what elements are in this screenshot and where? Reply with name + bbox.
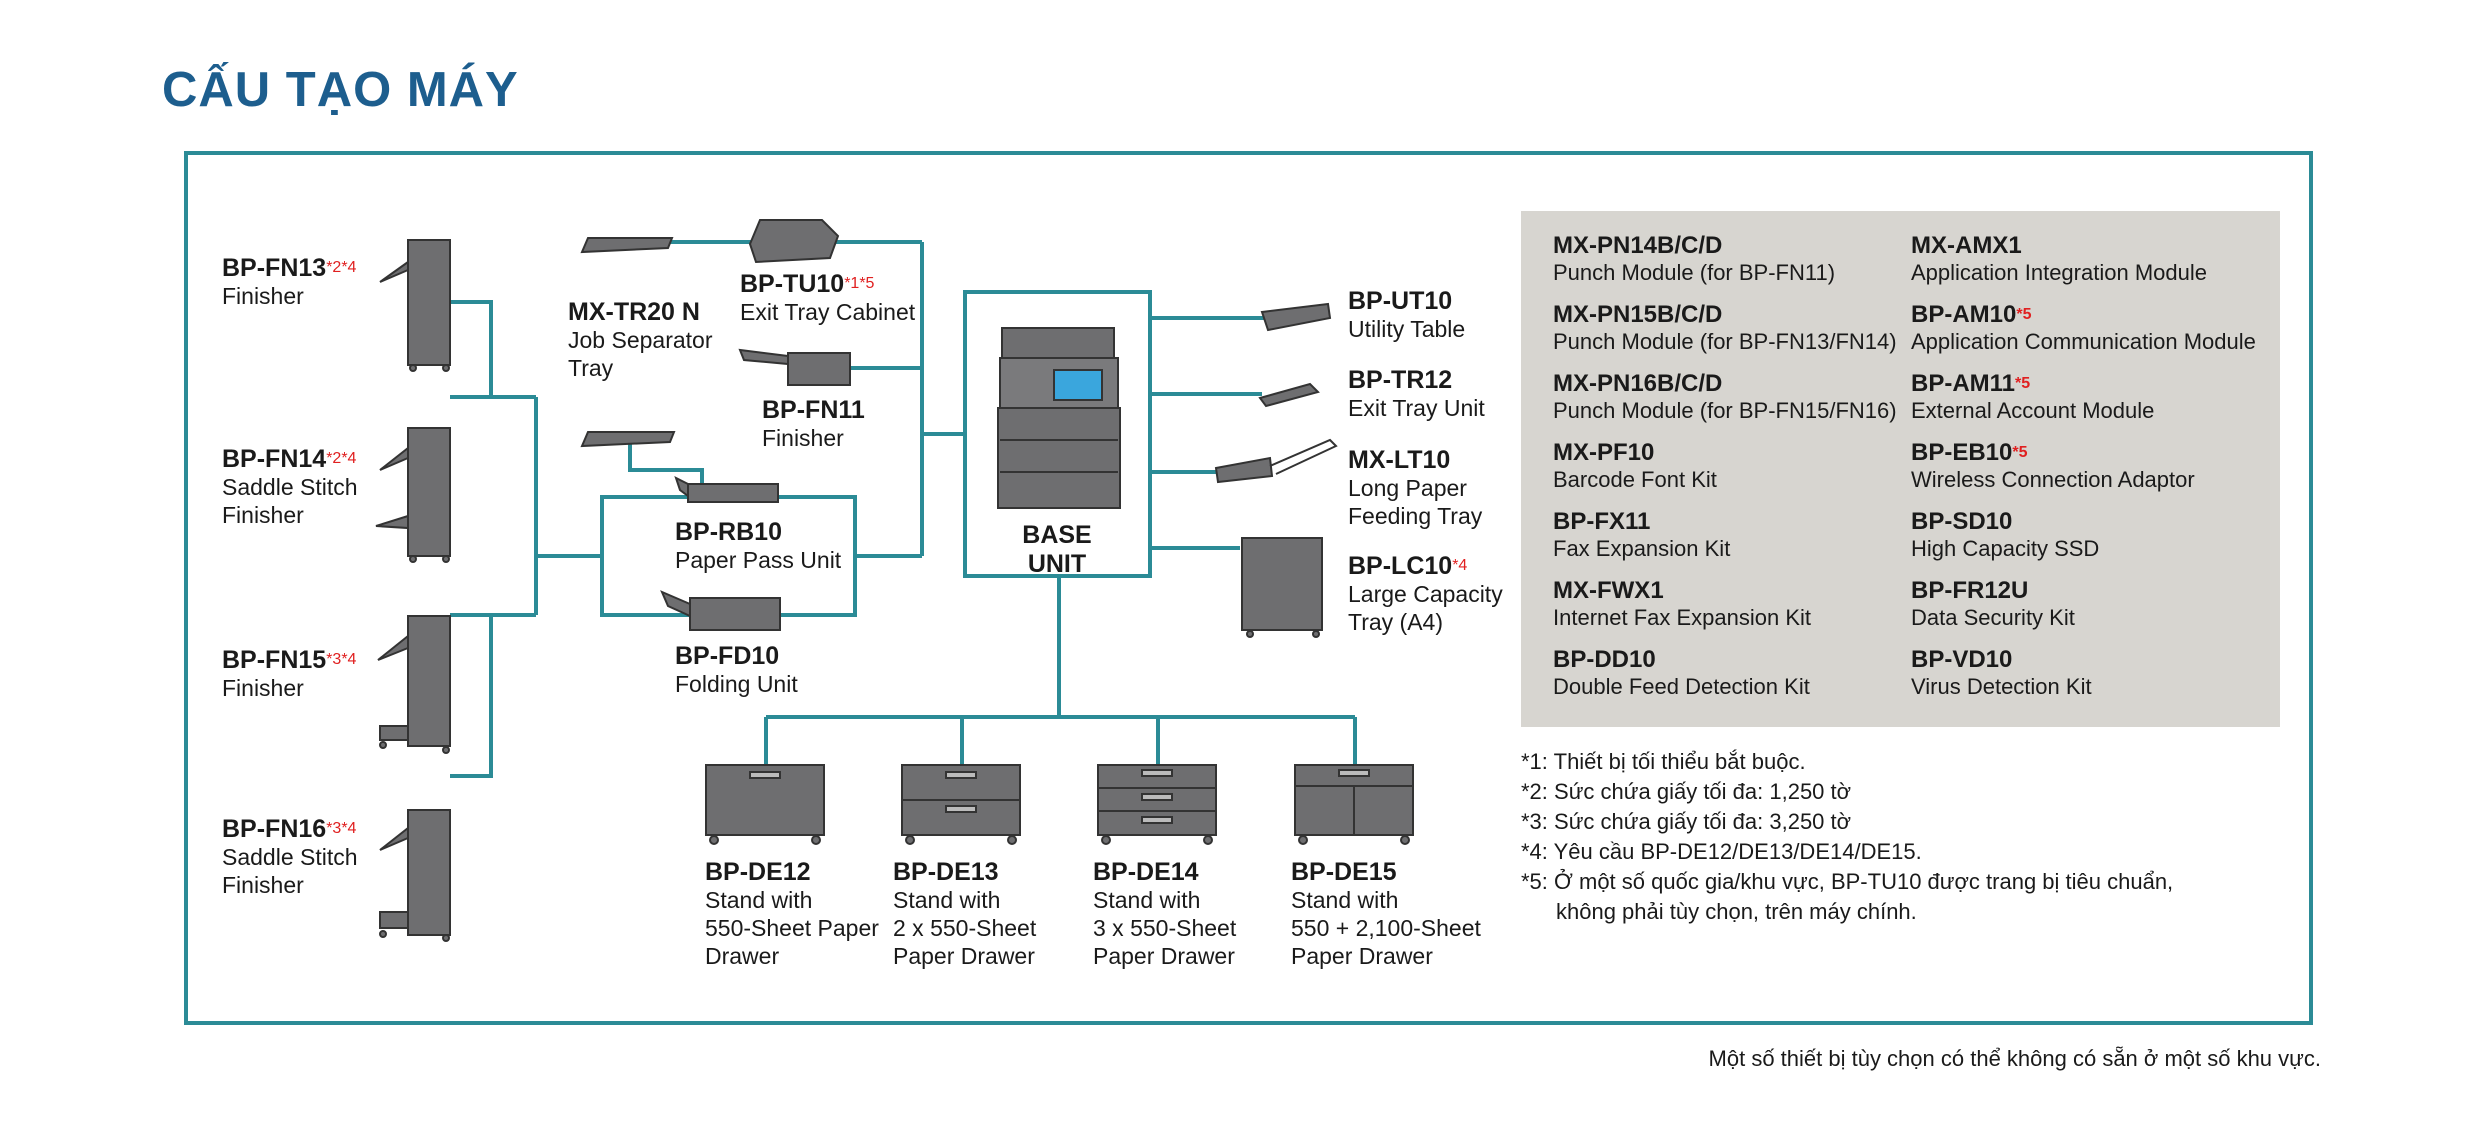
label-tu10: BP-TU10*1*5 Exit Tray Cabinet: [740, 270, 916, 325]
option-item: BP-AM10*5 Application Communication Modu…: [1911, 301, 2256, 354]
label-fn11: BP-FN11 Finisher: [762, 396, 865, 451]
option-item: MX-PN14B/C/D Punch Module (for BP-FN11): [1553, 232, 1836, 285]
footnote: *4: Yêu cầu BP-DE12/DE13/DE14/DE15.: [1521, 839, 1922, 864]
label-tr12: BP-TR12 Exit Tray Unit: [1348, 366, 1485, 421]
base-unit-printer-image: [997, 327, 1121, 509]
label-ut10: BP-UT10 Utility Table: [1348, 287, 1466, 342]
option-item: BP-DD10 Double Feed Detection Kit: [1553, 646, 1810, 699]
stand-de14-image: [1097, 764, 1217, 845]
label-lt10: MX-LT10 Long Paper Feeding Tray: [1348, 446, 1483, 529]
option-item: MX-PN16B/C/D Punch Module (for BP-FN15/F…: [1553, 370, 1897, 423]
option-item: BP-VD10 Virus Detection Kit: [1911, 646, 2092, 699]
options-panel: MX-PN14B/C/D Punch Module (for BP-FN11) …: [1521, 211, 2280, 727]
footnote: *3: Sức chứa giấy tối đa: 3,250 tờ: [1521, 809, 1852, 834]
stand-de15-image: [1294, 764, 1414, 845]
label-de15: BP-DE15 Stand with 550 + 2,100-Sheet Pap…: [1291, 858, 1481, 969]
stand-de12-image: [705, 764, 825, 845]
long-paper-tray-image: [1214, 438, 1338, 484]
finisher-fn16-image: [379, 809, 451, 942]
footnote: không phải tùy chọn, trên máy chính.: [1556, 899, 1917, 924]
folding-unit-image: [660, 590, 781, 631]
label-rb10: BP-RB10 Paper Pass Unit: [675, 518, 842, 573]
large-capacity-tray-image: [1241, 537, 1323, 638]
page-title: CẤU TẠO MÁY: [162, 63, 519, 117]
utility-table-image: [1260, 302, 1332, 332]
stand-de13-image: [901, 764, 1021, 845]
diagram-frame: [184, 151, 2313, 1025]
base-unit-label: BASE UNIT: [1022, 521, 1092, 578]
label-de14: BP-DE14 Stand with 3 x 550-Sheet Paper D…: [1093, 858, 1237, 969]
option-item: BP-AM11*5 External Account Module: [1911, 370, 2155, 423]
label-fn16: BP-FN16*3*4 Saddle Stitch Finisher: [222, 815, 358, 898]
label-de13: BP-DE13 Stand with 2 x 550-Sheet Paper D…: [893, 858, 1037, 969]
option-item: BP-FR12U Data Security Kit: [1911, 577, 2075, 630]
exit-tray-unit-image: [1258, 382, 1320, 408]
option-item: MX-AMX1 Application Integration Module: [1911, 232, 2207, 285]
footnote: *1: Thiết bị tối thiểu bắt buộc.: [1521, 749, 1806, 774]
label-lc10: BP-LC10*4 Large Capacity Tray (A4): [1348, 552, 1503, 635]
footnotes: *1: Thiết bị tối thiểu bắt buộc. *2: Sức…: [1521, 747, 2173, 927]
label-fn14: BP-FN14*2*4 Saddle Stitch Finisher: [222, 445, 358, 528]
option-item: MX-PF10 Barcode Font Kit: [1553, 439, 1717, 492]
label-tr20: MX-TR20 N Job Separator Tray: [568, 298, 713, 381]
option-item: BP-FX11 Fax Expansion Kit: [1553, 508, 1731, 561]
label-fn13: BP-FN13*2*4 Finisher: [222, 254, 357, 309]
finisher-fn15-image: [377, 615, 451, 754]
option-item: BP-SD10 High Capacity SSD: [1911, 508, 2100, 561]
footnote: *2: Sức chứa giấy tối đa: 1,250 tờ: [1521, 779, 1852, 804]
finisher-fn14-image: [375, 427, 451, 563]
option-item: MX-PN15B/C/D Punch Module (for BP-FN13/F…: [1553, 301, 1897, 354]
footnote: *5: Ở một số quốc gia/khu vực, BP-TU10 đ…: [1521, 869, 2174, 894]
finisher-fn13-image: [379, 239, 451, 372]
option-item: BP-EB10*5 Wireless Connection Adaptor: [1911, 439, 2195, 492]
label-fn15: BP-FN15*3*4 Finisher: [222, 646, 357, 701]
job-separator-tray-image: [580, 237, 674, 254]
label-fd10: BP-FD10 Folding Unit: [675, 642, 798, 697]
availability-footer: Một số thiết bị tùy chọn có thể không có…: [1708, 1046, 2321, 1071]
finisher-fn11-image: [738, 348, 851, 386]
label-de12: BP-DE12 Stand with 550-Sheet Paper Drawe…: [705, 858, 879, 969]
paper-pass-tray-image: [580, 431, 676, 448]
exit-tray-cabinet-image: [748, 219, 840, 264]
option-item: MX-FWX1 Internet Fax Expansion Kit: [1553, 577, 1812, 630]
paper-pass-unit-image: [674, 476, 779, 503]
